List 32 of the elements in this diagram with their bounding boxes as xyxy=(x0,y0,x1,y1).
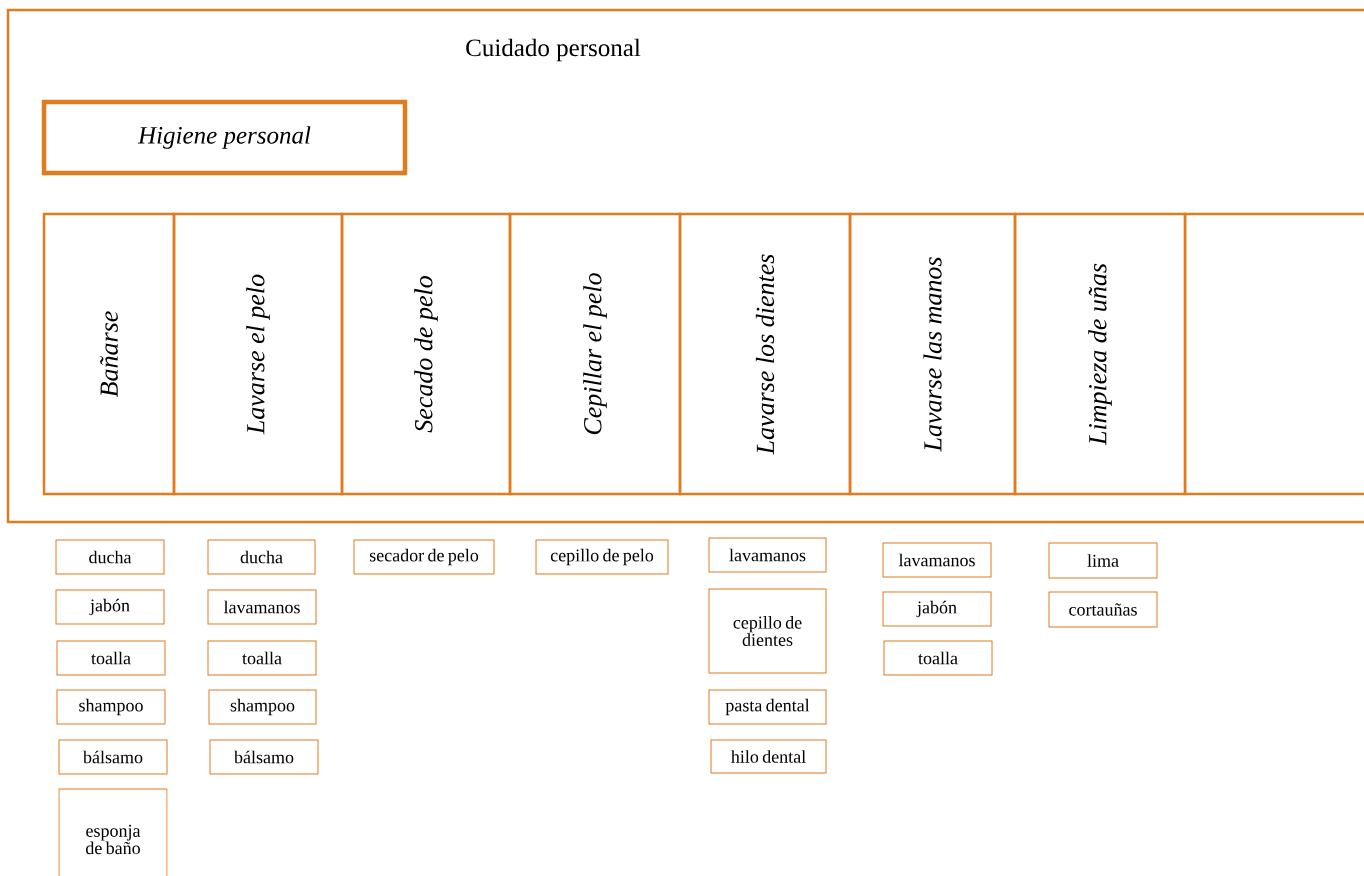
item-box: pasta dental xyxy=(708,689,827,725)
item-box: cepillo de pelo xyxy=(535,539,669,575)
title: Cuidado personal xyxy=(466,38,641,62)
item-box: cortauñas xyxy=(1048,591,1158,628)
item-box: toalla xyxy=(207,640,317,676)
table-cell: Lavarse las manos xyxy=(848,212,1017,496)
item-box: toalla xyxy=(56,640,166,676)
table-cell: Limpieza de uñas xyxy=(1013,212,1187,496)
heading-box: Higiene personal xyxy=(41,99,408,176)
item-box: cepillo de dientes xyxy=(708,588,827,674)
item-box: lavamanos xyxy=(882,542,992,578)
item-box: hilo dental xyxy=(710,739,827,774)
item-box: secador de pelo xyxy=(353,539,495,575)
item-box: bálsamo xyxy=(209,739,319,775)
item-box: jabón xyxy=(882,591,992,627)
table-cell xyxy=(1183,212,1364,496)
table-cell: Lavarse el pelo xyxy=(172,212,344,496)
table-cell: Bañarse xyxy=(42,212,176,496)
item-box: bálsamo xyxy=(58,739,168,775)
item-box: shampoo xyxy=(56,689,166,725)
item-box: lavamanos xyxy=(708,537,827,573)
item-box: ducha xyxy=(55,539,165,575)
item-box: lima xyxy=(1048,542,1158,579)
item-box: jabón xyxy=(55,589,165,625)
table-cell: Lavarse los dientes xyxy=(678,212,852,496)
item-box: shampoo xyxy=(208,689,317,725)
item-box: ducha xyxy=(207,539,316,575)
item-box: lavamanos xyxy=(207,589,317,625)
item-box: toalla xyxy=(883,640,993,676)
item-box: esponja de baño xyxy=(58,788,168,876)
table-cell: Cepillar el pelo xyxy=(508,212,682,496)
table-cell: Secado de pelo xyxy=(340,212,512,496)
